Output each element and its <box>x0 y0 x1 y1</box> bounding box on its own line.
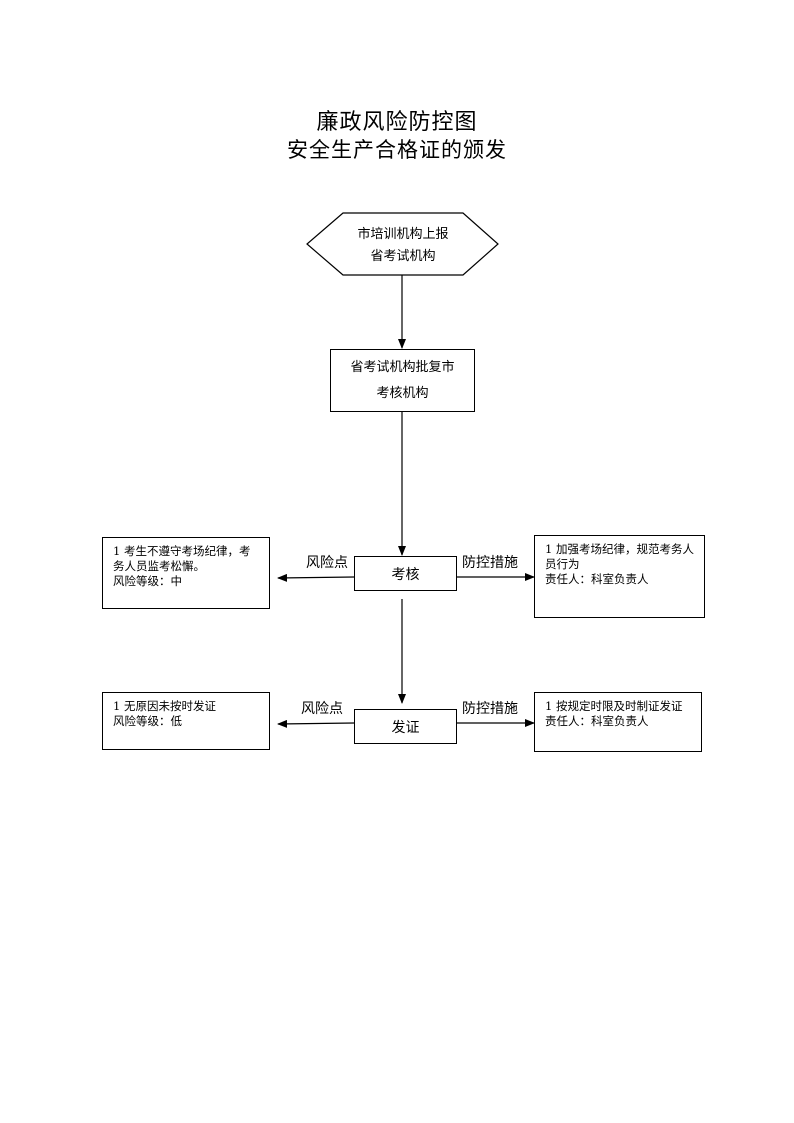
page-subtitle: 安全生产合格证的颁发 <box>287 138 507 162</box>
step2-node-line: 考核机构 <box>376 385 429 401</box>
start-node-line: 省考试机构 <box>370 249 436 264</box>
step2-node: 省考试机构批复市 考核机构 <box>330 349 475 412</box>
start-hexagon <box>306 212 499 276</box>
step4-node: 发证 <box>354 709 457 744</box>
control-line: 1 按规定时限及时制证发证 <box>545 699 683 713</box>
step4-risk-box: 1 无原因未按时发证 风险等级：低 <box>102 692 270 750</box>
step2-node-line: 省考试机构批复市 <box>350 359 455 375</box>
risk-line: 1 无原因未按时发证 <box>113 699 216 713</box>
responsible-person: 责任人：科室负责人 <box>545 714 649 728</box>
start-node: 市培训机构上报 省考试机构 <box>310 216 496 276</box>
step3-risk-label: 风险点 <box>306 555 348 571</box>
control-line: 1 加强考场纪律，规范考务人 <box>545 542 694 556</box>
responsible-person: 责任人：科室负责人 <box>545 572 649 586</box>
step3-control-label: 防控措施 <box>462 555 518 571</box>
step4-control-label: 防控措施 <box>462 701 518 717</box>
step3-risk-box: 1 考生不遵守考场纪律，考 务人员监考松懈。 风险等级：中 <box>102 537 270 609</box>
risk-line: 务人员监考松懈。 <box>113 559 205 573</box>
step4-risk-label: 风险点 <box>301 701 343 717</box>
risk-level: 风险等级：低 <box>113 714 182 728</box>
step4-node-label: 发证 <box>391 719 420 736</box>
risk-level: 风险等级：中 <box>113 574 182 588</box>
step4-control-box: 1 按规定时限及时制证发证 责任人：科室负责人 <box>534 692 702 752</box>
risk-line: 1 考生不遵守考场纪律，考 <box>113 544 251 558</box>
step3-control-box: 1 加强考场纪律，规范考务人 员行为 责任人：科室负责人 <box>534 535 705 618</box>
start-node-line: 市培训机构上报 <box>357 227 449 242</box>
page-title: 廉政风险防控图 <box>316 110 478 135</box>
arrow-step4-risk <box>277 719 355 728</box>
step3-node: 考核 <box>354 556 457 591</box>
step3-node-label: 考核 <box>391 566 420 583</box>
arrow-step3-risk <box>277 573 355 582</box>
control-line: 员行为 <box>545 557 580 571</box>
